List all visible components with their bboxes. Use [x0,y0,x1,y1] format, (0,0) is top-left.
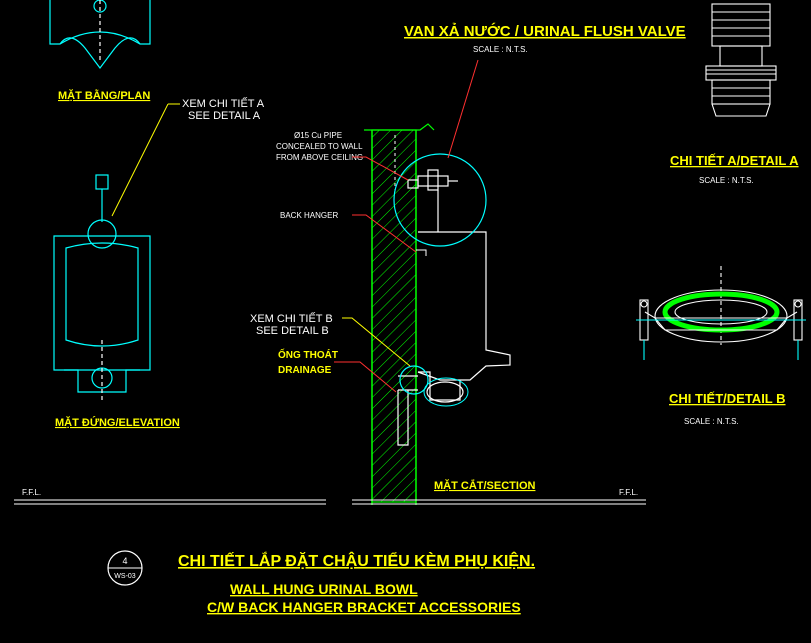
drainage-leader [334,361,397,393]
drawing-ref-number: 4 [122,556,127,566]
elevation-view [53,174,151,400]
detail-b-ref-line2: SEE DETAIL B [256,325,329,337]
flush-valve-leader [447,59,479,159]
flush-valve-title: VAN XẢ NƯỚC / URINAL FLUSH VALVE [404,22,686,40]
main-title-vn: CHI TIẾT LẮP ĐẶT CHẬU TIỂU KÈM PHỤ KIỆN. [178,551,535,570]
plan-view [49,0,151,69]
detail-b-ref-line1: XEM CHI TIẾT B [250,312,333,325]
section-view [364,123,511,505]
pipe-note-leader [352,156,409,181]
detail-a-ref-line1: XEM CHI TIẾT A [182,97,265,110]
detail-b-title: CHI TIẾT/DETAIL B [669,391,786,406]
back-hanger-label: BACK HANGER [280,211,338,220]
ffl-left-label: F.F.L. [22,488,41,497]
elevation-label: MẶT ĐỨNG/ELEVATION [55,416,180,429]
back-hanger-leader [352,214,417,253]
drawing-ref-sheet: WS-03 [114,573,136,580]
main-title-en2: C/W BACK HANGER BRACKET ACCESSORIES [207,599,521,615]
detail-b-leader [342,317,411,367]
pipe-note-line3: FROM ABOVE CEILING [276,153,363,162]
detail-a-drawing [705,3,777,117]
ffl-right-label: F.F.L. [619,488,638,497]
drawing-ref-bubble: 4 WS-03 [107,550,143,586]
flush-valve-scale: SCALE : N.T.S. [473,45,528,54]
drainage-line2: DRAINAGE [278,365,332,376]
pipe-note-line1: Ø15 Cu PIPE [294,131,342,140]
detail-a-leader [111,103,169,217]
detail-b-drawing [636,266,806,360]
detail-a-title: CHI TIẾT A/DETAIL A [670,153,799,168]
detail-b-scale: SCALE : N.T.S. [684,417,739,426]
pipe-note-line2: CONCEALED TO WALL [276,142,363,151]
main-title-en1: WALL HUNG URINAL BOWL [230,581,418,597]
detail-a-scale: SCALE : N.T.S. [699,176,754,185]
plan-label: MẶT BẰNG/PLAN [58,89,150,102]
detail-a-ref-line2: SEE DETAIL A [188,110,261,122]
drainage-line1: ỐNG THOÁT [278,347,338,361]
section-label: MẶT CẮT/SECTION [434,479,535,492]
